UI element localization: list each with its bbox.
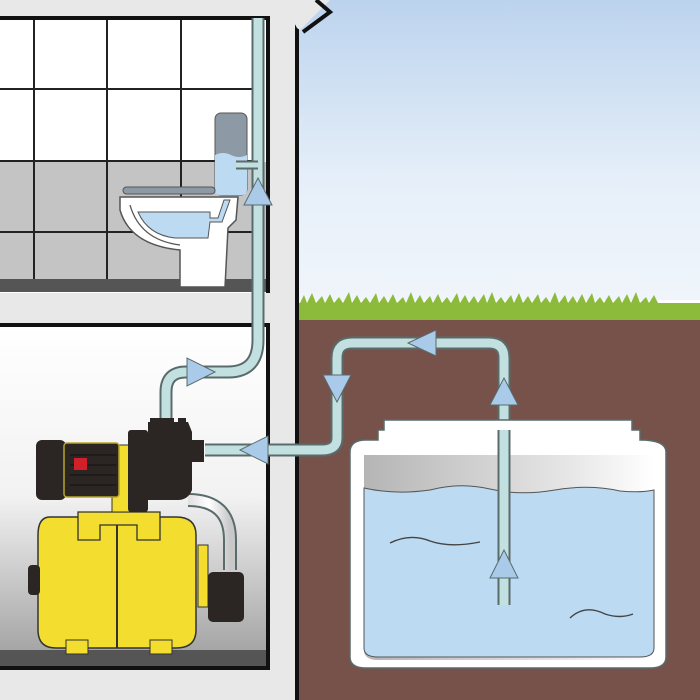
- arrow-down-icon: [322, 374, 352, 404]
- grass: [296, 292, 700, 320]
- flow-arrows: [186, 176, 519, 579]
- pressure-switch: [208, 572, 244, 622]
- sky: [296, 0, 700, 300]
- pump-head: [128, 430, 148, 512]
- arrow-right-icon: [186, 357, 217, 387]
- arrow-up-icon: [489, 548, 519, 579]
- roof-outline: [301, 0, 334, 34]
- arrow-up-icon: [489, 376, 519, 406]
- arrow-left-icon: [406, 329, 437, 357]
- water-pump: [28, 418, 244, 655]
- arrow-up-icon: [243, 176, 273, 206]
- arrow-left-icon: [238, 435, 269, 465]
- pump-motor: [36, 440, 66, 500]
- pump-indicator-light: [74, 458, 87, 470]
- roof-edge: [282, 0, 330, 30]
- bathroom-floor: [0, 279, 268, 292]
- utility-floor: [0, 650, 268, 666]
- toilet: [119, 112, 248, 288]
